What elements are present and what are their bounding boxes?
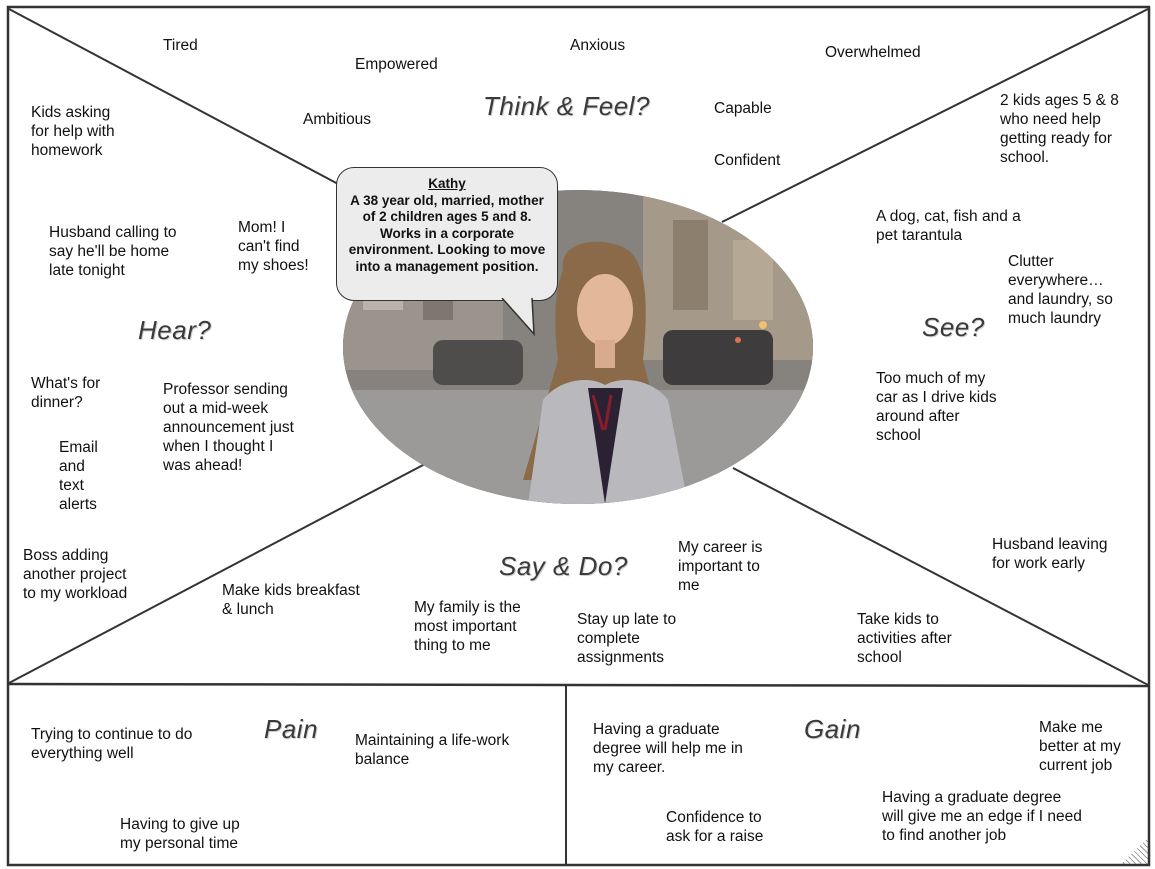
hear-note: Husband calling to say he'll be home lat… <box>49 224 177 279</box>
hear-note: Kids asking for help with homework <box>31 104 115 159</box>
gain-note: Having a graduate degree will help me in… <box>593 721 743 776</box>
say-do-note: My career is important to me <box>678 539 763 594</box>
see-note: A dog, cat, fish and a pet tarantula <box>876 208 1021 244</box>
think-feel-note: Confident <box>714 152 781 169</box>
persona-bubble: Kathy A 38 year old, married, mother of … <box>336 167 558 301</box>
hear-note: Professor sending out a mid-week announc… <box>163 381 294 474</box>
think-feel-note: Capable <box>714 100 772 117</box>
pain-note: Maintaining a life-work balance <box>355 732 510 768</box>
heading-pain: Pain <box>264 714 319 744</box>
think-feel-note: Overwhelmed <box>825 44 921 61</box>
diagonal-top-right <box>721 8 1149 223</box>
say-do-note: Husband leaving for work early <box>992 536 1108 572</box>
resize-handle-icon <box>1121 837 1149 864</box>
think-feel-note: Empowered <box>355 56 438 73</box>
see-note: Clutter everywhere… and laundry, so much… <box>1008 253 1113 327</box>
persona-description: A 38 year old, married, mother of 2 chil… <box>348 192 546 274</box>
hear-note: Email and text alerts <box>59 439 98 513</box>
see-note: 2 kids ages 5 & 8 who need help getting … <box>1000 92 1119 166</box>
heading-think-feel: Think & Feel? <box>483 91 650 121</box>
hear-note: Boss adding another project to my worklo… <box>23 547 128 602</box>
gain-note: Confidence to ask for a raise <box>666 809 764 845</box>
think-feel-note: Ambitious <box>303 111 372 128</box>
say-do-note: Make kids breakfast & lunch <box>222 582 360 618</box>
gain-note: Make me better at my current job <box>1039 719 1121 774</box>
gain-note: Having a graduate degree will give me an… <box>882 789 1082 844</box>
outer-border <box>6 5 1151 867</box>
heading-gain: Gain <box>804 714 861 744</box>
diagonal-bottom-right <box>732 467 1149 686</box>
pain-gain-top-divider <box>7 682 1150 688</box>
pain-note: Trying to continue to do everything well <box>31 726 193 762</box>
heading-hear: Hear? <box>138 315 212 345</box>
persona-name: Kathy <box>428 176 466 191</box>
see-note: Too much of my car as I drive kids aroun… <box>876 370 997 444</box>
think-feel-note: Tired <box>163 37 198 54</box>
hear-note: Mom! I can't find my shoes! <box>238 219 309 274</box>
say-do-note: My family is the most important thing to… <box>414 599 521 654</box>
heading-see: See? <box>922 312 985 342</box>
diagonal-top-left <box>8 8 341 186</box>
pain-note: Having to give up my personal time <box>120 816 240 852</box>
say-do-note: Stay up late to complete assignments <box>577 611 677 666</box>
heading-say-do: Say & Do? <box>499 551 628 581</box>
bubble-tail <box>501 298 535 336</box>
hear-note: What's for dinner? <box>31 375 101 411</box>
diagonal-bottom-left <box>8 463 426 684</box>
think-feel-note: Anxious <box>570 37 626 54</box>
say-do-note: Take kids to activities after school <box>857 611 952 666</box>
